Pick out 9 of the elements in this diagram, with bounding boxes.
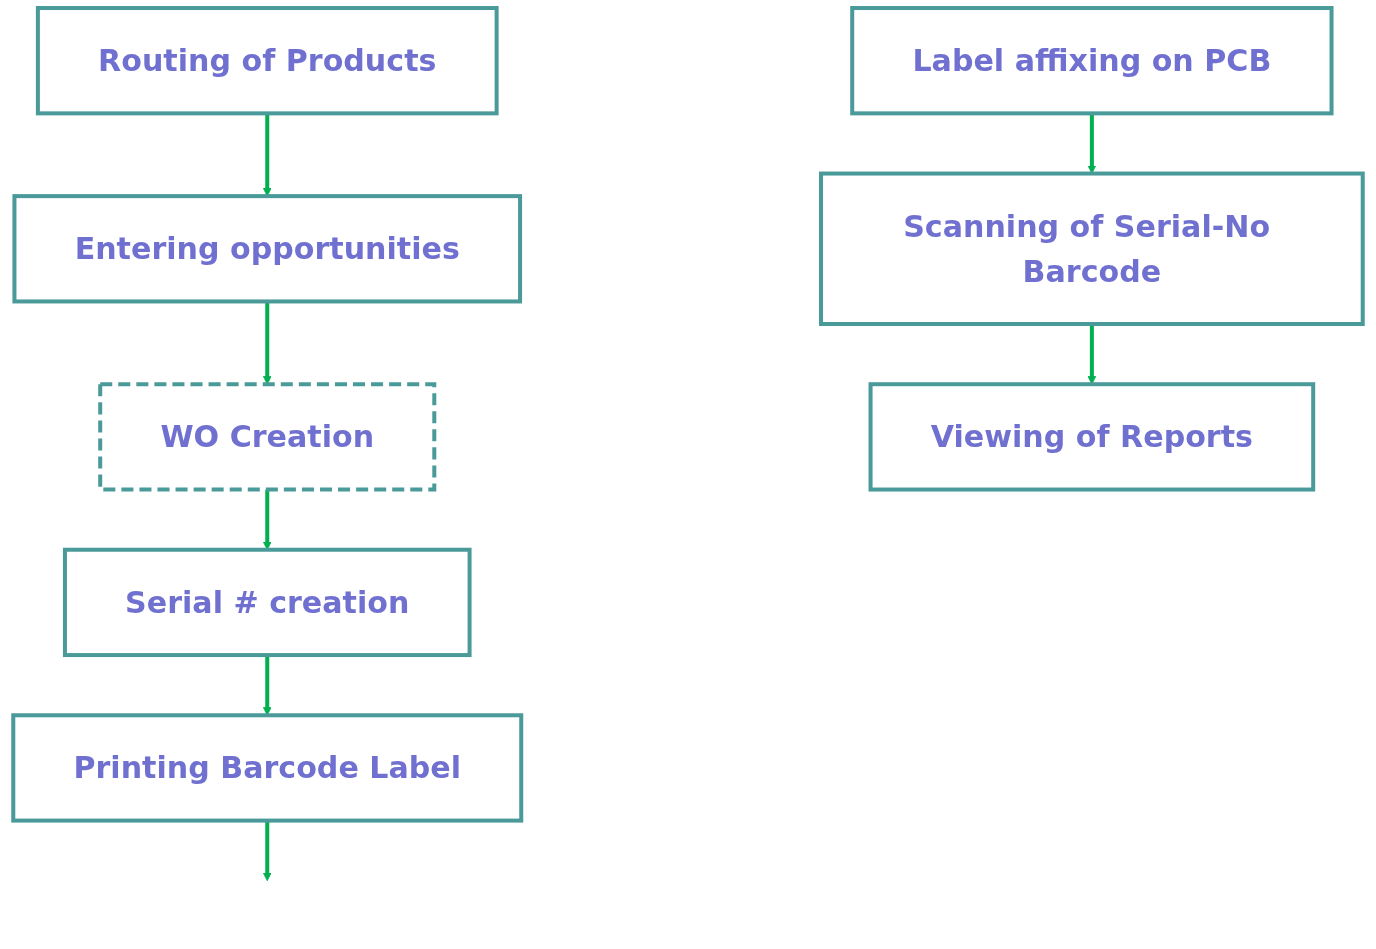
node-box: Label affixing on PCB — [850, 6, 1334, 116]
node-box: Scanning of Serial-No Barcode — [819, 171, 1365, 327]
node-box: Printing Barcode Label — [11, 713, 524, 823]
node-box: Serial # creation — [62, 547, 472, 658]
node-box: WO Creation — [98, 382, 437, 492]
node-box: Routing of Products — [35, 6, 499, 116]
arrow — [1087, 324, 1097, 385]
node-box: Viewing of Reports — [868, 382, 1316, 492]
node-box: Entering opportunities — [12, 194, 523, 304]
